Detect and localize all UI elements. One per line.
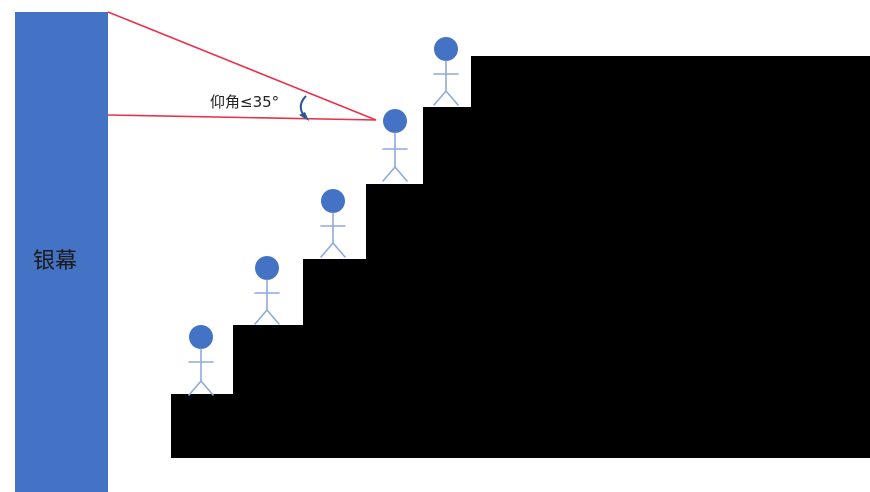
sightline-top [107, 11, 377, 121]
person-head [321, 189, 345, 213]
person-row-4 [382, 109, 408, 182]
person-head [189, 325, 213, 349]
sightline-bottom [107, 114, 377, 121]
screen-panel [15, 12, 108, 492]
angle-label: 仰角≤35° [210, 93, 279, 111]
person-body [320, 212, 346, 258]
person-body [433, 60, 459, 106]
screen-label: 银幕 [33, 249, 77, 274]
person-row-3 [320, 189, 346, 258]
person-body [254, 279, 280, 325]
audience-figures [188, 37, 459, 396]
person-row-1 [188, 325, 214, 396]
person-head [383, 109, 407, 133]
person-row-5 [433, 37, 459, 106]
stepped-seating [171, 56, 870, 458]
person-body [382, 132, 408, 182]
angle-arrow-head-icon [299, 112, 309, 121]
person-body [188, 348, 214, 396]
person-head [255, 256, 279, 280]
person-head [434, 37, 458, 61]
person-row-2 [254, 256, 280, 325]
